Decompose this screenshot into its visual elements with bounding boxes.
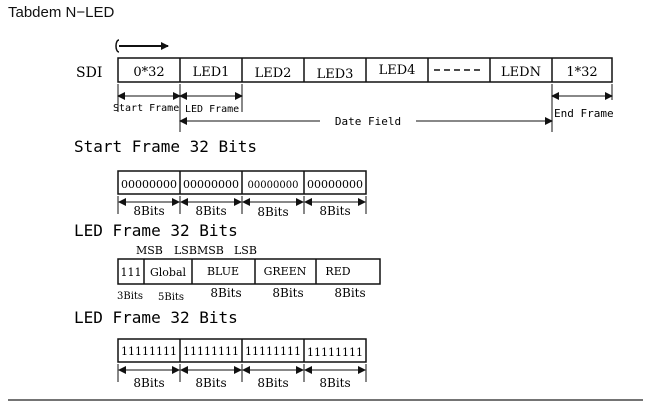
led-frame-heading: LED Frame 32 Bits [74, 221, 238, 240]
sdi-cell-led3: LED3 [317, 67, 354, 82]
led-cell-green: GREEN [264, 265, 307, 278]
end-cell-2: 11111111 [183, 345, 239, 358]
sdi-label: SDI [76, 65, 102, 81]
start-bits-3: 8Bits [257, 205, 288, 219]
start-frame-heading: Start Frame 32 Bits [74, 137, 257, 156]
end-frame-bits-box [117, 338, 367, 363]
start-bits-1: 8Bits [133, 204, 164, 218]
direction-arrow [115, 39, 169, 53]
end-bits-4: 8Bits [319, 376, 350, 390]
sdi-cell-led4: LED4 [379, 63, 416, 78]
end-frame-heading: LED Frame 32 Bits [74, 308, 238, 327]
led-frame-bits-box [117, 258, 381, 285]
start-cell-4: 00000000 [307, 178, 363, 191]
end-bits-2: 8Bits [195, 376, 226, 390]
start-bits-4: 8Bits [319, 204, 350, 218]
sdi-cell-ledn: LEDN [501, 65, 541, 80]
led-bits-blue: 8Bits [210, 286, 241, 300]
sdi-cell-led1: LED1 [193, 65, 230, 80]
led-bits-5: 5Bits [158, 292, 184, 303]
msb-label-2: MSB [197, 244, 224, 257]
start-cell-2: 00000000 [183, 178, 239, 191]
page-title: Tabdem N−LED [8, 4, 115, 21]
end-bits-1: 8Bits [133, 376, 164, 390]
start-cell-1: 00000000 [121, 178, 177, 191]
end-cell-1: 11111111 [121, 345, 177, 358]
led-cell-global: Global [150, 266, 187, 279]
sdi-cell-led2: LED2 [255, 66, 292, 81]
sdi-frame-row [117, 57, 613, 83]
end-frame-label: End Frame [554, 107, 614, 120]
led-frame-label: LED Frame [185, 104, 239, 115]
led-bits-3: 3Bits [117, 291, 143, 302]
lsb-label-2: LSB [234, 244, 257, 257]
end-bits-3: 8Bits [257, 376, 288, 390]
led-cell-blue: BLUE [207, 265, 239, 278]
date-field-label: Date Field [335, 115, 401, 128]
lsb-label-1: LSB [174, 244, 197, 257]
led-bits-green: 8Bits [272, 286, 303, 300]
led-cell-red: RED [325, 265, 350, 278]
led-bits-red: 8Bits [334, 286, 365, 300]
sdi-cell-end: 1*32 [566, 65, 597, 80]
end-cell-3: 11111111 [245, 345, 301, 358]
start-frame-label: Start Frame [113, 103, 179, 114]
led-cell-111: 111 [121, 266, 142, 279]
start-cell-3: 00000000 [248, 180, 299, 191]
end-cell-4: 11111111 [307, 346, 363, 359]
start-frame-bits-box [117, 170, 367, 195]
start-bits-2: 8Bits [195, 204, 226, 218]
sdi-cell-start: 0*32 [133, 65, 164, 80]
msb-label-1: MSB [136, 244, 163, 257]
